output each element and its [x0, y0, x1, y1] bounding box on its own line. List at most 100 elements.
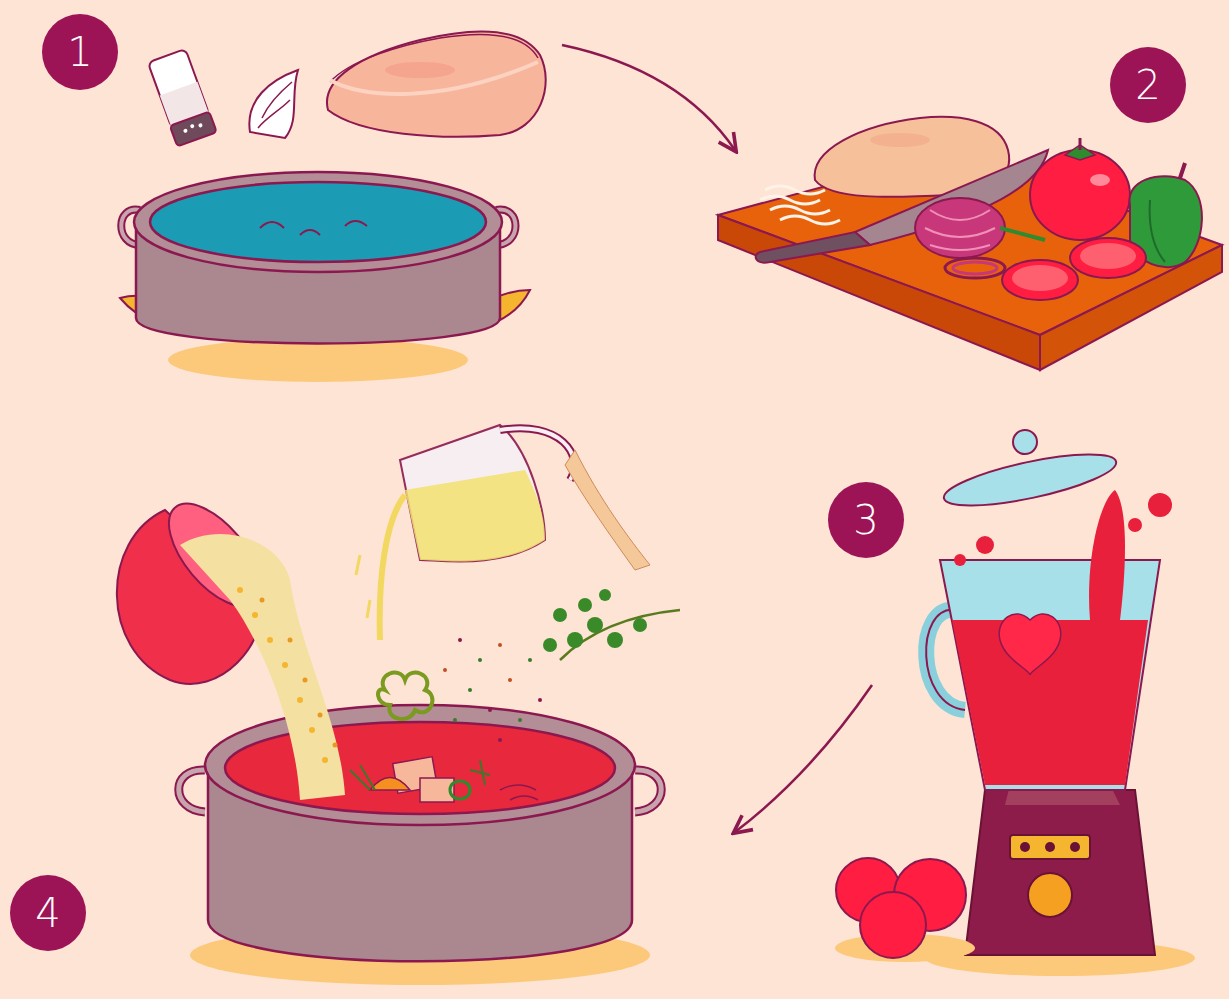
soup-pot [179, 770, 205, 812]
spice-sprinkle [443, 668, 447, 672]
spice-sprinkle [508, 678, 512, 682]
herb-sprig [607, 632, 623, 648]
boiling-pot [260, 221, 367, 235]
measuring-jug [380, 495, 405, 640]
salt-shaker [170, 111, 217, 146]
soup-ingredients [350, 760, 490, 790]
grain-dots [322, 757, 328, 763]
blender [1070, 842, 1080, 852]
blender [999, 614, 1061, 675]
soup-ingredients [370, 778, 410, 791]
soup-pot [635, 770, 661, 812]
garlic-clove [262, 82, 292, 118]
blender [1028, 873, 1072, 917]
soup-pot [635, 770, 661, 812]
shredded-chicken [760, 186, 840, 224]
grain-dots [237, 587, 243, 593]
spice-sprinkle [498, 643, 502, 647]
whole-tomatoes [835, 858, 975, 962]
blender [1089, 490, 1125, 620]
tomato-slices [1002, 260, 1078, 300]
measuring-jug [565, 450, 650, 570]
red-onion [953, 262, 997, 274]
measuring-jug [500, 428, 574, 480]
measuring-jug [400, 425, 545, 562]
grain-dots [297, 697, 303, 703]
blender [1010, 835, 1090, 859]
knife [756, 150, 1048, 263]
tomato-slices [1002, 238, 1146, 300]
blender-lid [940, 444, 1120, 516]
blender [954, 554, 966, 566]
herb-sprig [560, 610, 680, 660]
salt-shaker [183, 128, 188, 133]
tomato [1079, 138, 1082, 150]
grain-dots [252, 612, 258, 618]
blender-lid [1013, 430, 1037, 454]
soup-pot [500, 785, 538, 800]
herb-sprig [599, 589, 611, 601]
herb-sprig [587, 617, 603, 633]
red-onion [945, 258, 1005, 278]
red-onion [915, 198, 1005, 258]
red-onion [1000, 228, 1045, 240]
soup-pot [179, 770, 205, 812]
flow-arrow [735, 685, 872, 832]
whole-tomatoes [860, 892, 926, 958]
tomato-slices [1080, 243, 1136, 269]
soup-pot [205, 705, 635, 825]
pouring-bowl [117, 488, 345, 800]
step-number: 2 [1110, 47, 1186, 123]
soup-ingredients [350, 673, 490, 802]
salt-shaker [198, 123, 203, 128]
grain-dots [333, 743, 338, 748]
measuring-jug [356, 425, 650, 640]
spice-sprinkle [468, 688, 472, 692]
tomato [1030, 138, 1130, 240]
tomato-slices [1070, 238, 1146, 278]
blender [1045, 842, 1055, 852]
grain-dots [303, 678, 308, 683]
chicken-breast [385, 62, 455, 78]
shredded-chicken [760, 186, 840, 224]
chicken-breast [330, 62, 538, 94]
blender [1128, 518, 1142, 532]
blender [940, 560, 1160, 790]
step-number: 1 [42, 14, 118, 90]
soup-ingredients [450, 781, 470, 799]
garlic-clove [249, 70, 298, 138]
knife [756, 232, 870, 263]
herb-sprig [543, 589, 680, 660]
cutting-board [718, 150, 1222, 370]
grain-dots [309, 727, 315, 733]
grain-dots [288, 638, 293, 643]
green-pepper [1180, 163, 1185, 178]
step-number: 3 [828, 482, 904, 558]
pouring-bowl [180, 534, 345, 800]
salt-shaker [190, 124, 195, 129]
spice-sprinkle [453, 718, 457, 722]
blender [1148, 493, 1172, 517]
herb-sprig [578, 598, 592, 612]
measuring-jug [356, 555, 370, 618]
soup-pot [179, 705, 662, 985]
chicken-on-board [870, 133, 930, 147]
flow-arrow [735, 685, 872, 832]
chicken-breast [327, 31, 546, 136]
garlic-clove [258, 100, 290, 128]
step-number: 4 [10, 875, 86, 951]
herb-sprig [543, 638, 557, 652]
garlic-clove [249, 70, 298, 138]
grain-dots [318, 713, 323, 718]
spice-sprinkle [443, 638, 542, 742]
flow-arrow [562, 45, 735, 150]
herb-sprig [633, 618, 647, 632]
soup-pot [225, 722, 615, 814]
boiling-pot [120, 172, 530, 382]
spice-sprinkle [518, 718, 522, 722]
blender [965, 790, 1155, 955]
salt-shaker [147, 49, 217, 147]
spice-sprinkle [488, 708, 492, 712]
boiling-pot [134, 172, 502, 272]
